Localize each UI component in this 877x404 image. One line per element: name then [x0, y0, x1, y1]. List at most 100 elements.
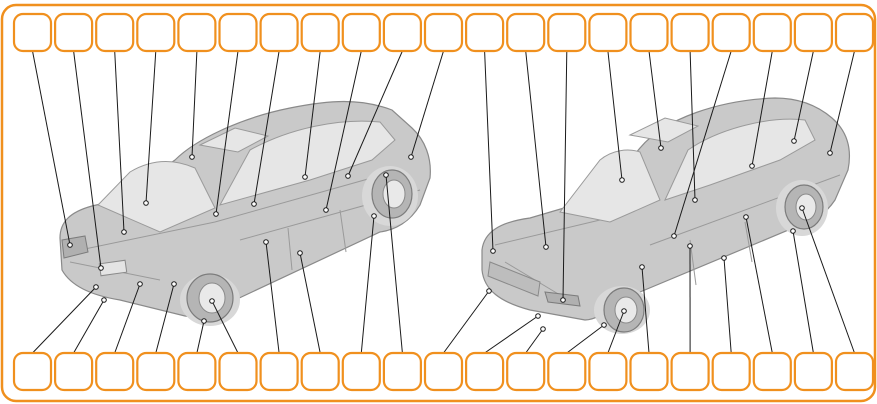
leader-lines: [32, 50, 855, 354]
top-17-leader-line: [689, 50, 696, 201]
top-2-anchor-dot: [98, 265, 104, 271]
bottom-callout-box: [711, 351, 751, 392]
top-callout-16: [629, 12, 669, 53]
outer-frame: [0, 3, 877, 403]
bottom-18-anchor-dot: [721, 255, 727, 261]
top-callout-box: [259, 12, 299, 53]
top-7-anchor-dot: [251, 201, 257, 207]
top-callout-21: [834, 12, 875, 53]
top-callout-13: [506, 12, 546, 53]
bottom-7-leader-line: [265, 241, 280, 354]
top-callout-18: [711, 12, 751, 53]
right-car-sunroof: [628, 117, 700, 143]
top-9-leader-line: [325, 50, 362, 211]
top-callout-box: [300, 12, 340, 53]
top-callout-box: [136, 12, 176, 53]
bottom-callout-6: [218, 351, 258, 392]
bottom-10-anchor-dot: [383, 172, 389, 178]
top-11-anchor-dot: [408, 154, 414, 160]
bottom-callout-box: [752, 351, 792, 392]
bottom-12-leader-line: [484, 315, 539, 354]
top-16-leader-line: [648, 50, 662, 149]
top-12-leader-line: [484, 50, 494, 252]
top-callout-8: [300, 12, 340, 53]
top-8-anchor-dot: [302, 174, 308, 180]
top-1-anchor-dot: [67, 242, 73, 248]
bottom-callout-10: [382, 351, 422, 392]
bottom-callout-box: [423, 351, 464, 392]
bottom-callout-15: [588, 351, 628, 392]
left-car-door-seam: [287, 227, 293, 271]
bottom-callout-14: [547, 351, 587, 392]
top-callout-10: [382, 12, 422, 53]
bottom-20-leader-line: [792, 230, 814, 354]
right-car-front-view: [481, 97, 851, 334]
bottom-4-leader-line: [155, 283, 175, 354]
top-11-leader-line: [410, 50, 444, 158]
top-callout-9: [341, 12, 381, 53]
top-callout-box: [711, 12, 751, 53]
top-14-leader-line: [562, 50, 568, 301]
top-callout-box: [382, 12, 422, 53]
top-callout-box: [218, 12, 258, 53]
bottom-1-leader-line: [32, 286, 97, 354]
bottom-callout-box: [670, 351, 710, 392]
top-10-leader-line: [347, 50, 403, 177]
top-callout-box: [12, 12, 53, 53]
top-callout-box: [465, 12, 505, 53]
bottom-7-anchor-dot: [263, 239, 269, 245]
bottom-2-anchor-dot: [101, 297, 107, 303]
bottom-callout-21: [834, 351, 875, 392]
bottom-callout-box: [382, 351, 422, 392]
top-callout-box: [793, 12, 834, 53]
bottom-callout-1: [12, 351, 53, 392]
top-callout-4: [136, 12, 176, 53]
top-6-anchor-dot: [213, 211, 219, 217]
bottom-callout-7: [259, 351, 299, 392]
bottom-16-leader-line: [641, 266, 650, 354]
top-callout-6: [218, 12, 258, 53]
bottom-callout-box: [95, 351, 135, 392]
right-car-grille: [487, 261, 541, 297]
bottom-8-anchor-dot: [297, 250, 303, 256]
bottom-3-leader-line: [114, 283, 141, 354]
bottom-19-leader-line: [745, 216, 773, 354]
bottom-callout-box: [218, 351, 258, 392]
bottom-10-leader-line: [385, 174, 403, 354]
bottom-callout-box: [12, 351, 53, 392]
top-callout-box: [423, 12, 464, 53]
top-4-leader-line: [145, 50, 157, 204]
bottom-callout-17: [670, 351, 710, 392]
bottom-callout-12: [465, 351, 505, 392]
top-callout-7: [259, 12, 299, 53]
bottom-9-anchor-dot: [371, 213, 377, 219]
bottom-13-leader-line: [525, 328, 544, 354]
bottom-16-anchor-dot: [639, 264, 645, 270]
bottom-20-anchor-dot: [790, 228, 796, 234]
bottom-4-anchor-dot: [171, 281, 177, 287]
top-callout-box: [670, 12, 710, 53]
bottom-6-leader-line: [211, 300, 239, 354]
top-callout-1: [12, 12, 53, 53]
bottom-17-anchor-dot: [687, 243, 693, 249]
right-car-windshield: [559, 149, 661, 223]
top-callout-box: [547, 12, 587, 53]
top-callout-box: [834, 12, 875, 53]
top-19-anchor-dot: [749, 163, 755, 169]
bottom-callout-5: [177, 351, 217, 392]
top-13-leader-line: [525, 50, 547, 248]
left-car-sunroof: [198, 127, 270, 153]
bottom-callout-4: [136, 351, 176, 392]
left-car-front-rim: [382, 179, 406, 209]
left-car-side-window: [218, 120, 396, 206]
bottom-callout-16: [629, 351, 669, 392]
bottom-14-leader-line: [566, 324, 605, 354]
bottom-9-leader-line: [360, 215, 375, 354]
top-callout-box: [177, 12, 217, 53]
top-2-leader-line: [73, 50, 102, 269]
bottom-callout-box: [506, 351, 546, 392]
top-6-leader-line: [215, 50, 239, 215]
bottom-callout-box: [341, 351, 381, 392]
top-callout-17: [670, 12, 710, 53]
